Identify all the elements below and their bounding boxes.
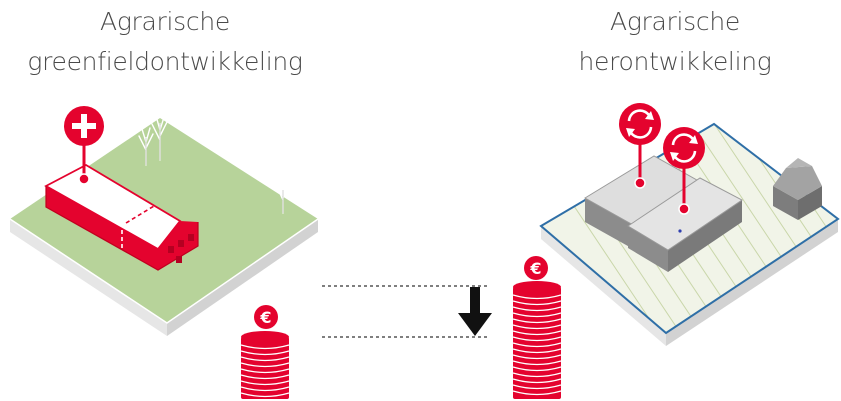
arrow-down-icon [458,287,492,336]
greenfield-title-line-1: Agrarische [100,7,230,36]
cost-reference-lines [322,285,490,338]
greenfield-title-line-2: greenfieldontwikkeling [27,47,303,76]
euro-icon: € [524,256,548,280]
recycle-marker-2 [663,127,705,215]
barn-roof [44,163,182,251]
redevelopment-title-line-1: Agrarische [610,7,740,36]
redevelopment-coin-stack: € [512,256,562,399]
greenfield-plot-side-right [167,219,318,336]
greenfield-title: Agrarische greenfieldontwikkeling [0,2,330,82]
greenfield-plot-edge [9,218,319,324]
greenfield-plot-side-left [10,219,167,336]
euro-symbol: € [259,308,271,327]
recycle-icon [619,103,661,145]
recycle-icon [663,127,705,169]
barn-front-wall [46,186,158,270]
redevelopment-title: Agrarische herontwikkeling [510,2,840,82]
recycle-marker-1 [619,103,661,189]
euro-symbol: € [529,259,541,278]
plus-marker-base [78,173,90,185]
euro-icon: € [254,305,278,329]
greenfield-tree-shadows [145,124,284,213]
greenfield-new-barn [44,106,199,271]
plus-icon [64,106,104,146]
redevelopment-title-line-2: herontwikkeling [578,47,772,76]
greenfield-coin-stack: € [240,305,290,399]
existing-shed [773,158,822,220]
